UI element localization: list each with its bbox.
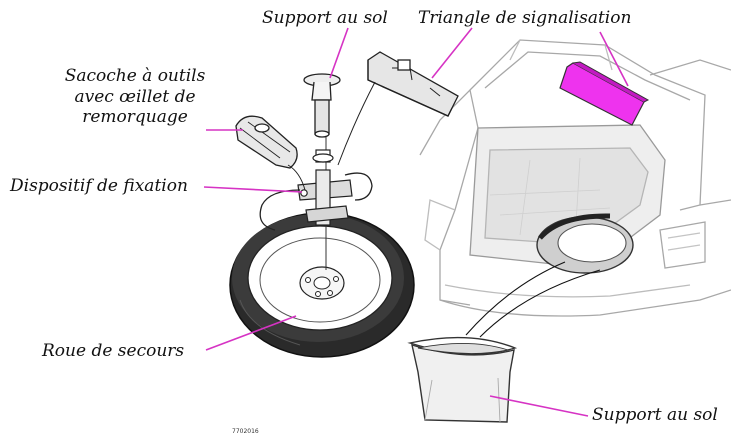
label-triangle: Triangle de signalisation — [418, 8, 632, 28]
leader-support-bottom — [489, 395, 589, 417]
floor-support-top — [303, 73, 341, 138]
car-left-side — [419, 88, 479, 306]
tail-light — [659, 221, 706, 269]
leader-lines — [203, 27, 629, 417]
leader-triangle-storage — [599, 31, 629, 87]
label-tool-bag-line-3: remorquage — [82, 107, 188, 128]
label-spare-wheel: Roue de secours — [42, 341, 185, 361]
leader-spare-wheel — [205, 315, 297, 351]
label-tool-bag-line-1: Sacoche à outils — [64, 66, 206, 86]
label-support-bottom: Support au sol — [592, 405, 718, 425]
floor-support-bin — [407, 336, 518, 423]
wheel-well — [536, 213, 634, 274]
bin-guides — [465, 261, 601, 338]
leader-support-top — [329, 27, 349, 79]
car-roof — [649, 59, 731, 76]
tool-bag — [235, 115, 306, 191]
warning-triangle-box — [559, 62, 645, 126]
label-support-top: Support au sol — [262, 8, 388, 28]
leader-triangle — [431, 27, 473, 79]
leader-fixing — [203, 186, 303, 193]
label-tool-bag: Sacoche à outils avec œillet de remorqua… — [50, 66, 220, 128]
fixing-device — [259, 85, 373, 270]
triangle-bracket — [337, 51, 459, 166]
lid-inner-edge — [484, 51, 691, 101]
car-bumper — [439, 289, 731, 317]
triangle-storage — [559, 61, 650, 126]
spare-wheel — [229, 212, 415, 358]
label-fixing: Dispositif de fixation — [10, 176, 188, 196]
figure-code: 7702016 — [232, 428, 259, 435]
label-tool-bag-line-2: avec œillet de — [74, 86, 196, 107]
